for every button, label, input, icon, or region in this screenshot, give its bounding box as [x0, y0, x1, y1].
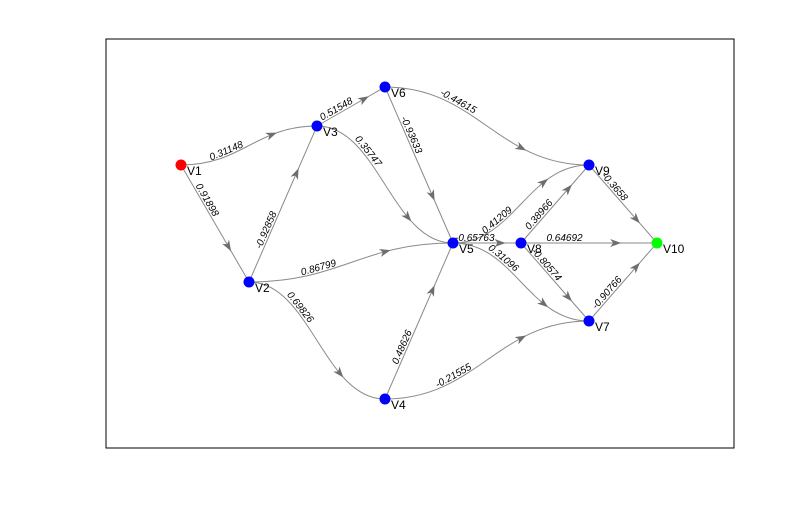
edge-line	[180, 125, 318, 166]
node-label: V9	[595, 164, 610, 178]
edge-arrow	[494, 239, 506, 247]
node-v9: V9	[583, 159, 610, 178]
edge-arrow	[222, 239, 232, 252]
edge-line	[520, 164, 590, 244]
node-marker	[379, 393, 391, 405]
node-v1: V1	[175, 159, 202, 178]
node-label: V2	[255, 281, 270, 295]
edge-arrow	[610, 239, 622, 247]
edge-arrow	[357, 96, 369, 106]
node-marker	[379, 81, 391, 93]
edge-weight-label: -0.65763	[455, 233, 495, 244]
edge-arrow	[514, 141, 527, 151]
edge-V8-V10: 0.64692	[521, 233, 657, 247]
node-v8: V8	[515, 237, 542, 256]
node-label: V7	[595, 320, 610, 334]
edge-arrow	[426, 189, 435, 201]
edge-line	[520, 242, 590, 322]
edge-arrow	[561, 184, 572, 196]
node-marker	[243, 276, 255, 288]
node-marker	[515, 237, 527, 249]
node-v2: V2	[243, 276, 270, 295]
node-marker	[311, 120, 323, 132]
node-label: V4	[391, 398, 406, 412]
edge-line	[588, 242, 658, 322]
node-v3: V3	[311, 120, 338, 139]
node-marker	[175, 159, 187, 171]
edge-arrow	[629, 262, 640, 274]
node-label: V3	[323, 125, 338, 139]
edge-line	[384, 242, 454, 400]
node-marker	[651, 237, 663, 249]
node-label: V8	[527, 242, 542, 256]
edge-line	[588, 164, 658, 244]
edge-arrow	[537, 297, 549, 308]
node-v5: V5	[447, 237, 474, 256]
node-marker	[447, 237, 459, 249]
node-v4: V4	[379, 393, 406, 412]
edge-arrow	[514, 335, 527, 345]
edge-line	[316, 125, 454, 244]
edge-arrow	[537, 178, 549, 189]
edge-line	[384, 86, 454, 244]
node-label: V10	[663, 242, 685, 256]
edge-line	[248, 242, 454, 283]
edge-arrow	[333, 366, 344, 378]
edge-line	[248, 281, 386, 400]
node-v6: V6	[379, 81, 406, 100]
edge-arrow	[401, 210, 412, 222]
edge-line	[452, 242, 590, 322]
node-marker	[583, 159, 595, 171]
node-label: V6	[391, 86, 406, 100]
node-v10: V10	[651, 237, 685, 256]
edge-line	[248, 125, 318, 283]
node-v7: V7	[583, 315, 610, 334]
node-label: V5	[459, 242, 474, 256]
edge-line	[384, 320, 590, 400]
edge-arrow	[629, 212, 640, 224]
edge-arrow	[426, 285, 435, 297]
edge-line	[452, 164, 590, 244]
edge-arrow	[561, 290, 572, 302]
node-label: V1	[187, 164, 202, 178]
edge-line	[180, 164, 250, 283]
edge-line	[316, 86, 386, 127]
node-marker	[583, 315, 595, 327]
edge-arrow	[290, 168, 299, 180]
edge-arrow	[265, 132, 277, 141]
edge-arrow	[378, 249, 391, 257]
edge-line	[384, 86, 590, 166]
edge-weight-label: 0.64692	[546, 233, 583, 244]
